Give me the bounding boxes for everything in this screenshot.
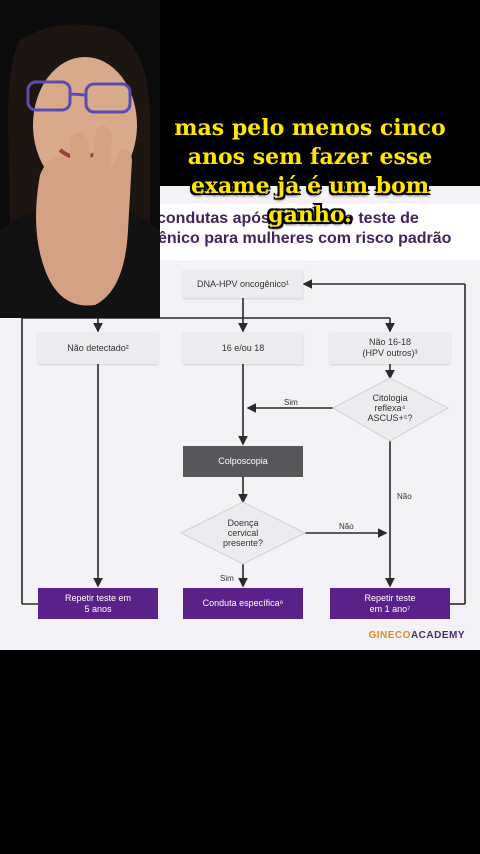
box-16-18: 16 e/ou 18 xyxy=(183,332,303,364)
box-nao-16-18-line2: (HPV outros)³ xyxy=(362,348,418,358)
flowchart-slide: condutas após do teste de ênico para mul… xyxy=(0,186,480,650)
diamond1-line3: ASCUS+⁵? xyxy=(367,413,413,423)
box-colposcopia: Colposcopia xyxy=(183,446,303,477)
edge-label-sim-2: Sim xyxy=(220,574,234,583)
diamond1-label: Citologia reflexa⁴ ASCUS+⁵? xyxy=(345,392,435,424)
caption-line-1: mas pelo menos cinco xyxy=(174,115,446,141)
caption-line-4: ganho. xyxy=(268,202,352,228)
diamond2-line3: presente? xyxy=(222,538,264,548)
decision-diamond-1 xyxy=(331,377,450,442)
diamond2-line1: Doença xyxy=(227,518,259,528)
flowchart-connectors xyxy=(21,279,466,605)
box-nao-detectado: Não detectado² xyxy=(38,332,158,364)
out3-line2: em 1 ano⁷ xyxy=(369,603,411,614)
out1-line1: Repetir teste em xyxy=(64,592,132,603)
diamond1-line2: reflexa⁴ xyxy=(374,403,406,413)
box-conduta-especifica: Conduta específica⁶ xyxy=(183,588,303,619)
brand-part1: GINECO xyxy=(368,630,411,641)
edge-label-sim-1: Sim xyxy=(284,398,298,407)
title-line-1: condutas após do teste de xyxy=(157,210,419,228)
diamond2-line2: cervical xyxy=(227,528,259,538)
diamond2-label: Doença cervical presente? xyxy=(198,517,288,549)
out3-line1: Repetir teste xyxy=(364,592,416,603)
title-text-1a: condutas após xyxy=(157,210,270,227)
diamond1-line1: Citologia xyxy=(372,393,408,403)
box-nao-16-18-line1: Não 16-18 xyxy=(368,337,412,347)
brand-part2: ACADEMY xyxy=(410,630,465,641)
out1-line2: 5 anos xyxy=(84,603,112,614)
video-caption: mas pelo menos cinco anos sem fazer esse… xyxy=(150,114,470,230)
decision-diamond-2 xyxy=(179,501,307,565)
top-box-dna-hpv: DNA-HPV oncogênico¹ xyxy=(183,270,303,298)
box-repetir-5-anos: Repetir teste em 5 anos xyxy=(38,588,158,619)
presenter-video xyxy=(0,0,160,318)
title-line-2: ênico para mulheres com risco padrão xyxy=(158,230,452,247)
caption-line-2: anos sem fazer esse xyxy=(187,144,433,170)
edge-label-nao-2: Não xyxy=(339,522,354,531)
edge-label-nao-1: Não xyxy=(397,492,412,501)
title-text-1b: do teste de xyxy=(334,210,419,227)
presenter-illustration xyxy=(0,0,160,318)
brand-logo: GINECOACADEMY xyxy=(368,630,465,641)
box-nao-16-18: Não 16-18 (HPV outros)³ xyxy=(330,332,450,364)
caption-line-3: exame já é um bom xyxy=(190,173,430,199)
box-repetir-1-ano: Repetir teste em 1 ano⁷ xyxy=(330,588,450,619)
